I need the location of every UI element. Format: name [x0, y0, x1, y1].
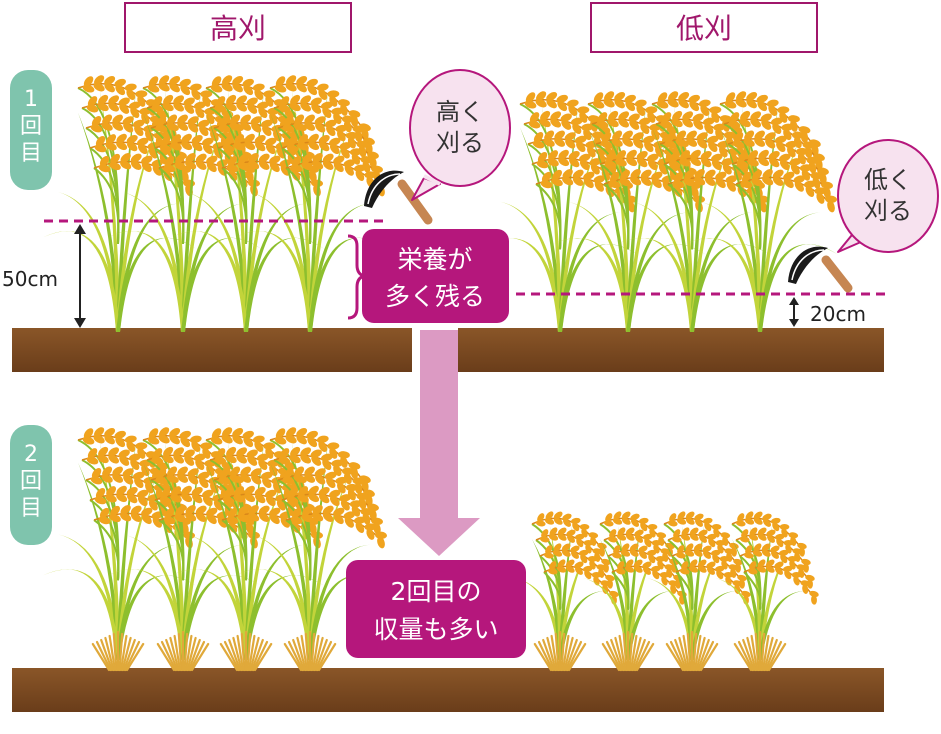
callout-yield-line2: 収量も多い — [373, 615, 498, 644]
speech-bubble-low-cut: 低く 刈る — [837, 139, 939, 253]
rice-plant-high-row2 — [171, 427, 324, 660]
down-arrow — [398, 330, 480, 556]
row-badge-second: 2 回 目 — [10, 425, 52, 545]
soil-row2 — [12, 668, 884, 712]
rice-plant-high-row1 — [43, 75, 196, 333]
rice-stubble — [91, 630, 145, 672]
callout-nutrients-line1: 栄養が — [397, 245, 472, 274]
rice-stubble — [733, 630, 787, 672]
row-badge-second-num: 2 — [24, 442, 38, 467]
height-marker-50: 50cm — [2, 224, 86, 328]
rice-stubble — [601, 630, 655, 672]
row-badge-second-kai: 回 — [20, 469, 42, 494]
rice-stubble — [533, 630, 587, 672]
rice-plant-high-row1 — [108, 75, 261, 333]
header-low-cut-label: 低刈 — [676, 12, 732, 45]
callout-yield: 2回目の 収量も多い — [346, 560, 526, 658]
height-label-50: 50cm — [2, 267, 58, 291]
rice-stubble — [156, 630, 210, 672]
soil-high-row1 — [12, 328, 412, 372]
rice-stubble — [283, 630, 337, 672]
header-high-cut: 高刈 — [124, 2, 352, 53]
header-low-cut: 低刈 — [590, 2, 818, 53]
row-badge-first-me: 目 — [20, 141, 42, 166]
stubble-bracket — [347, 234, 370, 320]
rice-stubble — [219, 630, 273, 672]
rice-plant-low-row1 — [685, 91, 838, 333]
rice-plants — [43, 75, 838, 672]
row-badge-first-kai: 回 — [20, 114, 42, 139]
rice-plant-low-row2 — [515, 511, 619, 660]
rice-plant-high-row2 — [235, 427, 388, 660]
height-label-20: 20cm — [810, 302, 866, 326]
bubble-high-line1: 高く — [436, 98, 484, 126]
row-badge-second-me: 目 — [20, 496, 42, 521]
soil-low-row1 — [458, 328, 884, 372]
callout-nutrients-line2: 多く残る — [385, 282, 485, 311]
sickle-icon-high — [364, 170, 433, 225]
height-marker-20: 20cm — [789, 297, 866, 327]
rice-stubble — [665, 630, 719, 672]
rice-plant-low-row2 — [583, 511, 687, 660]
bubble-low-line2: 刈る — [864, 197, 912, 225]
row-badge-first-num: 1 — [24, 87, 38, 112]
callout-yield-line1: 2回目の — [391, 577, 482, 606]
header-high-cut-label: 高刈 — [210, 12, 266, 45]
callout-nutrients: 栄養が 多く残る — [362, 229, 509, 323]
bubble-high-line2: 刈る — [436, 129, 484, 157]
rice-plant-low-row2 — [647, 511, 751, 660]
sickle-icon-low — [788, 246, 853, 293]
speech-bubble-high-cut: 高く 刈る — [409, 69, 511, 201]
rice-plant-low-row1 — [485, 91, 638, 333]
row-badge-first: 1 回 目 — [10, 70, 52, 190]
bubble-low-line1: 低く — [864, 166, 912, 194]
